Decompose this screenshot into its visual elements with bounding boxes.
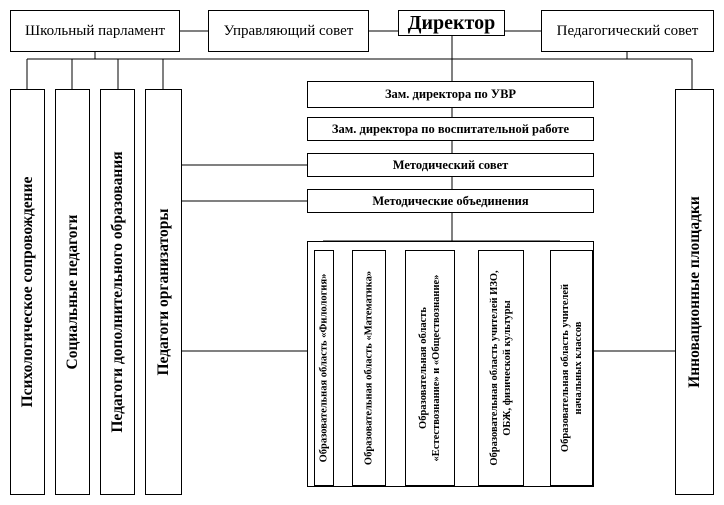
science-social-line-1: Образовательная область bbox=[418, 307, 429, 429]
psych-support-label: Психологическое сопровождение bbox=[18, 176, 36, 408]
deputy-educational-box: Зам. директора по воспитательной работе bbox=[307, 117, 594, 141]
deputy-academic-label: Зам. директора по УВР bbox=[384, 87, 517, 101]
methodical-council-label: Методический совет bbox=[392, 157, 509, 172]
methodical-associations-label: Методические объединения bbox=[372, 193, 529, 208]
psych-support-column: Психологическое сопровождение bbox=[10, 89, 45, 495]
managing-council-box: Управляющий совет bbox=[208, 10, 369, 52]
additional-education-label: Педагоги дополнительного образования bbox=[108, 151, 126, 433]
arts-safety-pe-line-2: ОБЖ, физической культуры bbox=[502, 300, 513, 436]
arts-safety-pe-line-1: Образовательная область учителей ИЗО, bbox=[489, 270, 500, 466]
primary-teachers-line-1: Образовательная область учителей bbox=[559, 283, 571, 453]
methodical-associations-box: Методические объединения bbox=[307, 189, 594, 213]
director-box: Директор bbox=[398, 10, 505, 36]
deputy-academic-box: Зам. директора по УВР bbox=[307, 81, 594, 108]
school-parliament-box: Школьный парламент bbox=[10, 10, 180, 52]
managing-council-label: Управляющий совет bbox=[223, 23, 354, 39]
primary-teachers-area-label: Образовательная область учителей начальн… bbox=[559, 284, 585, 452]
director-label: Директор bbox=[407, 12, 496, 34]
teacher-organizers-label: Педагоги организаторы bbox=[154, 208, 172, 376]
philology-area-label: Образовательная область «Филология» bbox=[318, 273, 330, 463]
arts-safety-pe-area-label: Образовательная область учителей ИЗО, ОБ… bbox=[488, 270, 514, 465]
pedagogical-council-box: Педагогический совет bbox=[541, 10, 714, 52]
school-parliament-label: Школьный парламент bbox=[24, 23, 166, 39]
mathematics-area-box: Образовательная область «Математика» bbox=[352, 250, 386, 486]
mathematics-area-label: Образовательная область «Математика» bbox=[363, 270, 375, 466]
science-social-area-label: Образовательная область «Естествознание»… bbox=[417, 275, 443, 462]
deputy-educational-label: Зам. директора по воспитательной работе bbox=[331, 121, 570, 136]
arts-safety-pe-area-box: Образовательная область учителей ИЗО, ОБ… bbox=[478, 250, 524, 486]
innovation-sites-label: Инновационные площадки bbox=[685, 196, 703, 388]
social-teachers-label: Социальные педагоги bbox=[63, 214, 81, 370]
science-social-line-2: «Естествознание» и «Обществознание» bbox=[431, 274, 442, 462]
teacher-organizers-column: Педагоги организаторы bbox=[145, 89, 182, 495]
science-social-area-box: Образовательная область «Естествознание»… bbox=[405, 250, 455, 486]
social-teachers-column: Социальные педагоги bbox=[55, 89, 90, 495]
innovation-sites-column: Инновационные площадки bbox=[675, 89, 714, 495]
pedagogical-council-label: Педагогический совет bbox=[556, 23, 699, 39]
primary-teachers-line-2: начальных классов bbox=[572, 321, 584, 415]
primary-teachers-area-box: Образовательная область учителей начальн… bbox=[550, 250, 593, 486]
methodical-council-box: Методический совет bbox=[307, 153, 594, 177]
additional-education-column: Педагоги дополнительного образования bbox=[100, 89, 135, 495]
philology-area-box: Образовательная область «Филология» bbox=[314, 250, 334, 486]
